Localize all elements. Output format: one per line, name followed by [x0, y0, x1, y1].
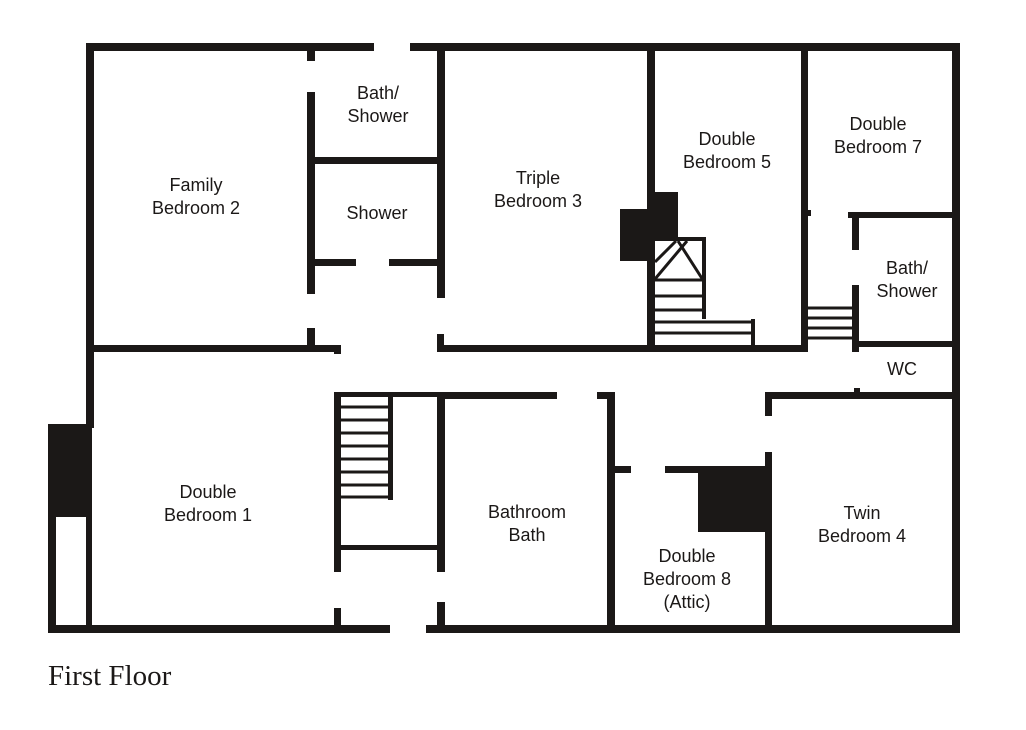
- room-label-line: Bedroom 4: [818, 526, 906, 546]
- room-label-bath-shower-top: Bath/Shower: [347, 83, 408, 126]
- stair-winder-3: [676, 240, 705, 281]
- stair-left-bottom: [334, 545, 442, 550]
- room-label-line: Family: [170, 175, 223, 195]
- outer-wall-bottom-right: [426, 625, 960, 633]
- wall-family-bath: [307, 92, 315, 294]
- wall-shower-bottom-right: [389, 259, 443, 266]
- wall-twin-top: [765, 392, 956, 399]
- outer-wall-top-right: [410, 43, 960, 51]
- walls: [48, 43, 960, 633]
- chimney-left: [48, 424, 92, 517]
- room-label-line: Shower: [876, 281, 937, 301]
- wall-bedroom5-bedroom7: [801, 47, 808, 352]
- chimney-bedroom8: [698, 466, 768, 532]
- room-label-line: Bedroom 2: [152, 198, 240, 218]
- room-label-wc: WC: [887, 359, 917, 379]
- stair-left-inner: [388, 394, 393, 500]
- wall-bath-shower-divider: [315, 157, 443, 164]
- stair-upper-top: [655, 237, 706, 241]
- wall-bathroom-left-stub: [437, 602, 445, 633]
- room-label-line: Bedroom 1: [164, 505, 252, 525]
- wall-bath-triple: [437, 47, 445, 298]
- wall-family-bath-stub: [307, 328, 315, 352]
- wall-bedroom5-bottom: [649, 345, 808, 352]
- left-bay-wall: [48, 425, 56, 633]
- room-label-line: Bedroom 3: [494, 191, 582, 211]
- room-label-shower: Shower: [346, 203, 407, 223]
- wall-bath-right-left-lower: [852, 285, 859, 352]
- room-label-line: Double: [698, 129, 755, 149]
- room-label-line: Shower: [347, 106, 408, 126]
- chimney-bedroom5: [647, 192, 678, 239]
- wall-bath-right-left-upper: [852, 212, 859, 250]
- room-label-bath-shower-right: Bath/Shower: [876, 258, 937, 301]
- wall-bathroom-left: [437, 392, 445, 572]
- wall-triple-bottom: [437, 345, 649, 352]
- stair-left-outer: [334, 392, 341, 572]
- stair-winder-1: [653, 239, 678, 264]
- room-label-line: Bedroom 5: [683, 152, 771, 172]
- wall-bath-right-bottom: [852, 341, 956, 347]
- wall-bedroom7-stub: [801, 210, 811, 216]
- room-label-line: WC: [887, 359, 917, 379]
- room-label-line: Shower: [346, 203, 407, 223]
- wall-family-bottom: [90, 345, 340, 352]
- room-label-line: Twin: [843, 503, 880, 523]
- stair-upper-outer-right: [702, 237, 706, 319]
- outer-wall-right: [952, 43, 960, 633]
- wall-bathroom-top: [437, 392, 557, 399]
- wall-bedroom8-top: [665, 466, 770, 473]
- room-label-line: Bathroom: [488, 502, 566, 522]
- wall-bedroom8-left: [607, 392, 615, 633]
- outer-wall-top-left: [86, 43, 374, 51]
- outer-wall-left-upper: [86, 43, 94, 428]
- room-label-line: Bedroom 7: [834, 137, 922, 157]
- outer-wall-bottom-left: [48, 625, 390, 633]
- wall-bedroom7-bottom: [848, 212, 956, 218]
- wall-twin-left: [765, 452, 772, 633]
- wall-triple-bottom-stub: [437, 334, 444, 352]
- wall-twin-top-stub: [765, 392, 772, 416]
- wall-family-bottom-end: [334, 345, 341, 354]
- left-inner-wall-lower: [86, 517, 92, 629]
- wall-family-bath-upper: [307, 47, 315, 61]
- wall-bedroom8-top-left: [607, 466, 631, 473]
- room-label-line: Triple: [516, 168, 560, 188]
- room-label-line: (Attic): [664, 592, 711, 612]
- room-label-line: Double: [849, 114, 906, 134]
- wall-bedroom8-left-stub: [597, 392, 614, 399]
- wall-shower-bottom-left: [315, 259, 356, 266]
- wall-bedroom1-bottom-stub: [334, 608, 341, 633]
- room-label-line: Bath/: [886, 258, 928, 278]
- room-label-line: Double: [658, 546, 715, 566]
- stair-upper-landing-right: [751, 319, 755, 349]
- wall-wc-stub: [854, 388, 860, 394]
- room-label-line: Bedroom 8: [643, 569, 731, 589]
- floor-title: First Floor: [48, 660, 172, 692]
- room-label-line: Bath: [508, 525, 545, 545]
- room-label-line: Bath/: [357, 83, 399, 103]
- room-label-line: Double: [179, 482, 236, 502]
